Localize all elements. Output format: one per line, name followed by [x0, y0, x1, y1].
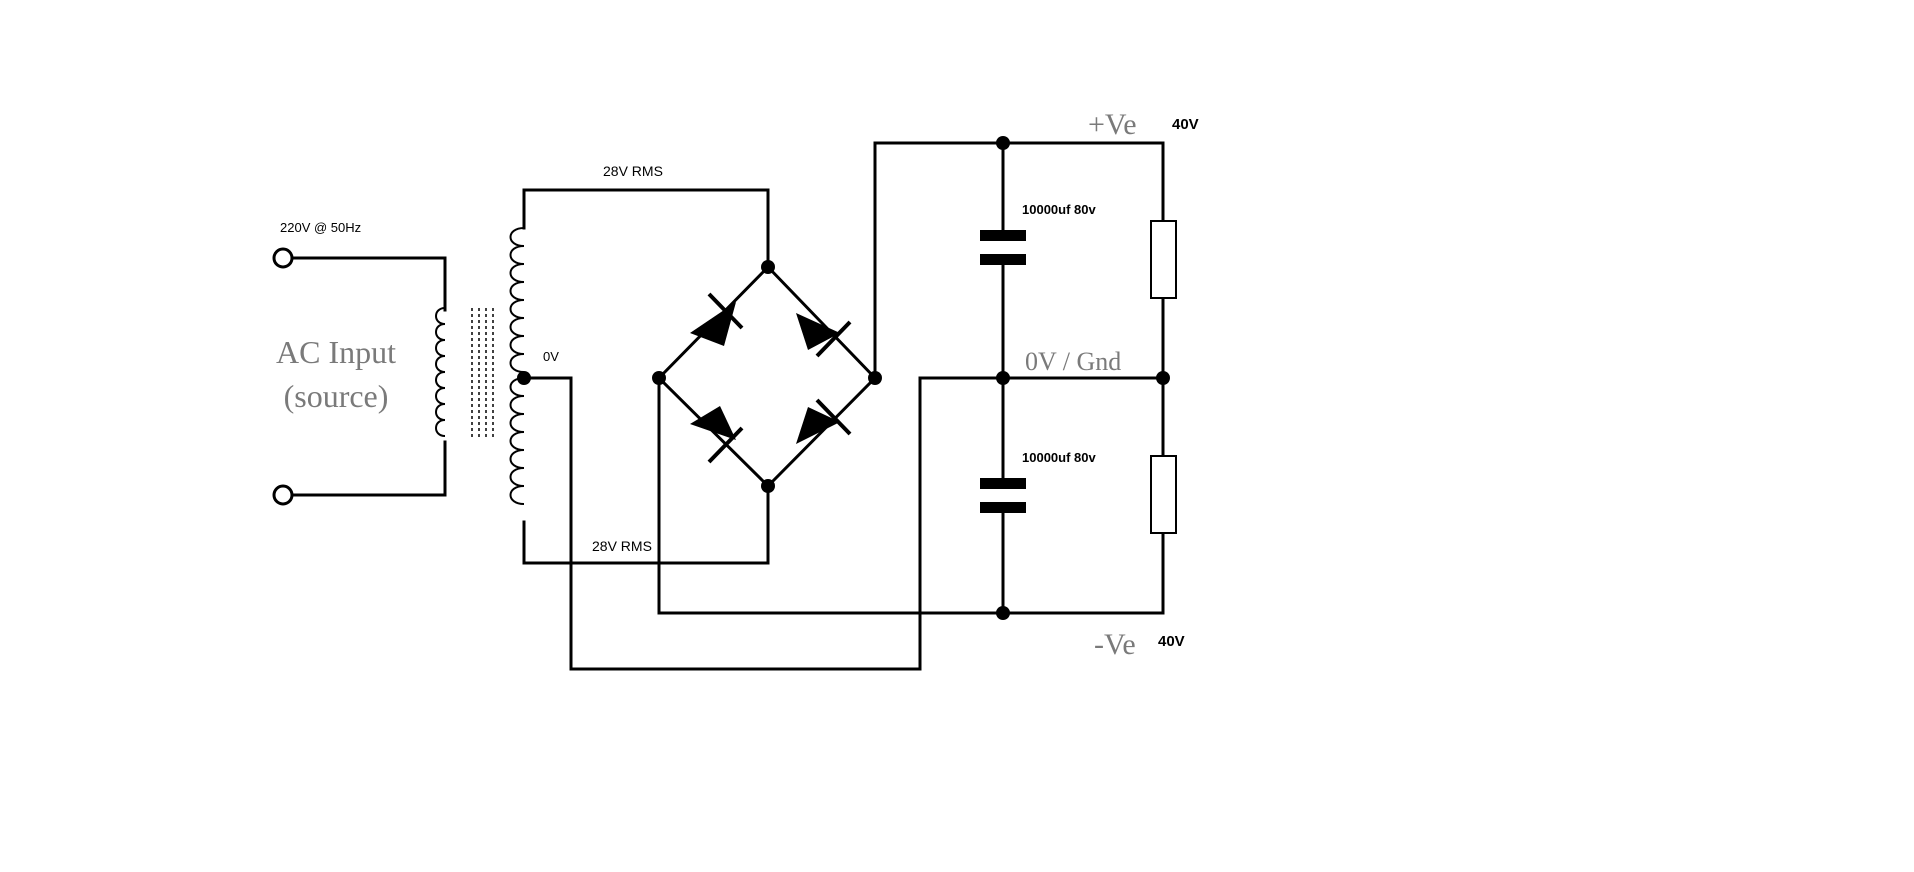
secondary-bottom-wire: [522, 484, 770, 565]
ac-input-label: AC Input: [276, 334, 396, 370]
input-terminal-top: [272, 247, 294, 269]
neg-rail-label: -Ve: [1094, 628, 1136, 661]
diode-top-right: [796, 313, 852, 358]
resistor-top: [1150, 220, 1177, 299]
ac-source-label: (source): [284, 378, 389, 414]
neg-voltage-label: 40V: [1158, 633, 1185, 650]
secondary-top-wire: [522, 188, 770, 269]
center-tap-wire: [522, 376, 1005, 671]
input-wire-bottom: [290, 440, 447, 497]
cap-top-label: 10000uf 80v: [1022, 202, 1096, 217]
pos-rail-label: +Ve: [1088, 108, 1137, 141]
diode-top-left: [690, 292, 744, 346]
secondary-coil: [509, 227, 525, 505]
diode-bottom-right: [796, 398, 852, 444]
negative-output-wire: [657, 376, 1165, 615]
capacitor-top: [980, 230, 1026, 265]
resistor-bottom: [1150, 455, 1177, 534]
junction-neg-rail: [996, 606, 1010, 620]
junction-bridge-top: [761, 260, 775, 274]
input-spec-label: 220V @ 50Hz: [280, 220, 361, 235]
diode-bottom-left: [690, 406, 744, 464]
secondary-bottom-label: 28V RMS: [592, 538, 652, 554]
capacitor-bottom: [980, 478, 1026, 513]
input-wire-top: [290, 256, 447, 310]
junction-ground-cap: [996, 371, 1010, 385]
cap-bottom-label: 10000uf 80v: [1022, 450, 1096, 465]
junction-center-tap: [517, 371, 531, 385]
junction-bridge-left: [652, 371, 666, 385]
junction-ground-res: [1156, 371, 1170, 385]
bridge-diamond: [656, 264, 878, 489]
ground-label: 0V / Gnd: [1025, 347, 1121, 376]
input-terminal-bottom: [272, 484, 294, 506]
junction-pos-rail: [996, 136, 1010, 150]
secondary-top-label: 28V RMS: [603, 163, 663, 179]
junction-bridge-right: [868, 371, 882, 385]
junction-bridge-bottom: [761, 479, 775, 493]
pos-voltage-label: 40V: [1172, 116, 1199, 133]
center-tap-label: 0V: [543, 349, 559, 364]
primary-coil: [435, 307, 446, 437]
transformer-core: [471, 308, 494, 440]
